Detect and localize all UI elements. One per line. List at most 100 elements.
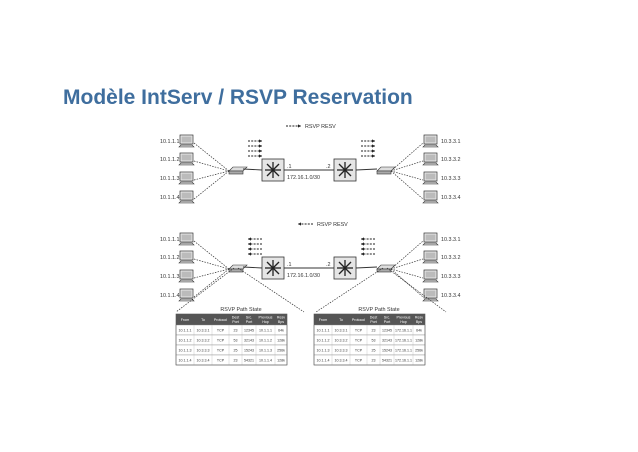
table-header-cell: To [201, 318, 205, 322]
pc-icon [422, 171, 439, 185]
pc-keyboard [422, 181, 439, 185]
arrow-head [372, 149, 375, 153]
table-header-cell: Previous [259, 316, 273, 320]
arrow-head [248, 247, 251, 251]
pc-screen [425, 290, 436, 297]
table-cell: 256k [277, 349, 285, 353]
table-cell: 10.1.1.4 [179, 359, 192, 363]
table-cell: 10.1.1.1 [317, 329, 330, 333]
table-cell: 172.16.1.1 [395, 349, 412, 353]
table-cell: 54321 [244, 359, 254, 363]
host-link [193, 240, 230, 270]
table-cell: 172.16.1.1 [395, 339, 412, 343]
table-cell: TCP [217, 329, 225, 333]
table-cell: 10.1.1.2 [259, 339, 272, 343]
pc-icon [178, 190, 195, 204]
pc-screen [425, 173, 436, 180]
pc-keyboard [178, 279, 195, 283]
table-cell: 128k [415, 339, 423, 343]
arrow-head [298, 222, 301, 226]
host-link [193, 160, 230, 172]
table-cell: 10.1.1.3 [259, 349, 272, 353]
pc-keyboard [422, 260, 439, 264]
pc-screen [181, 290, 192, 297]
iface-label-left: .1 [287, 164, 292, 170]
pc-icon [178, 134, 195, 148]
pc-screen [181, 173, 192, 180]
host-label-left: 10.1.1.1 [160, 139, 179, 145]
table-header-cell: From [181, 318, 189, 322]
switch-icon-front [376, 170, 392, 175]
host-link [390, 170, 424, 181]
pc-keyboard [178, 200, 195, 204]
table-cell: 25 [372, 349, 376, 353]
host-label-left: 10.1.1.2 [160, 255, 179, 261]
table-title: RSVP Path State [220, 307, 261, 313]
host-link [390, 268, 424, 298]
table-cell: TCP [355, 329, 363, 333]
table-cell: 172.16.1.1 [395, 359, 412, 363]
pc-keyboard [178, 162, 195, 166]
host-link [390, 258, 424, 270]
table-header-cell: Port [232, 320, 239, 324]
arrow-head [372, 154, 375, 158]
table-cell: 23 [234, 359, 238, 363]
pc-screen [425, 234, 436, 241]
table-cell: 128k [277, 339, 285, 343]
table-header-cell: Hop [400, 320, 407, 324]
host-link [390, 142, 424, 172]
router-switch-link [355, 266, 378, 269]
table-cell: 172.16.1.1 [395, 329, 412, 333]
host-label-right: 10.3.3.4 [441, 293, 460, 299]
host-link [193, 268, 230, 298]
pc-icon [422, 288, 439, 302]
table-cell: 10.3.3.4 [197, 359, 210, 363]
host-link [193, 258, 230, 270]
table-header-cell: Bps [278, 320, 284, 324]
pc-keyboard [178, 181, 195, 185]
pc-screen [181, 154, 192, 161]
table-connector [386, 267, 447, 313]
pc-keyboard [178, 260, 195, 264]
switch-router-link [242, 168, 263, 171]
arrow-head [361, 252, 364, 256]
table-cell: 32143 [382, 339, 392, 343]
table-header-cell: Dest [370, 316, 377, 320]
table-header-cell: Protocol [214, 318, 227, 322]
host-label-left: 10.1.1.4 [160, 293, 179, 299]
table-cell: 10.3.3.1 [197, 329, 210, 333]
switch-icon-front [228, 268, 244, 273]
arrow-head [259, 154, 262, 158]
pc-screen [181, 252, 192, 259]
pc-icon [178, 269, 195, 283]
arrow-head [372, 144, 375, 148]
arrow-head [259, 144, 262, 148]
host-link [390, 170, 424, 200]
host-label-right: 10.3.3.1 [441, 237, 460, 243]
pc-keyboard [422, 279, 439, 283]
table-cell: 128k [415, 359, 423, 363]
arrow-head [361, 247, 364, 251]
host-label-left: 10.1.1.3 [160, 176, 179, 182]
arrow-head [248, 252, 251, 256]
pc-icon [178, 288, 195, 302]
arrow-head [361, 242, 364, 246]
table-cell: 12345 [244, 329, 254, 333]
pc-screen [181, 271, 192, 278]
switch-icon-front [228, 170, 244, 175]
pc-icon [178, 171, 195, 185]
link-label: 172.16.1.0/30 [287, 273, 320, 279]
pc-icon [178, 152, 195, 166]
table-header-cell: Port [246, 320, 253, 324]
table-cell: 12345 [382, 329, 392, 333]
pc-keyboard [178, 298, 195, 302]
table-cell: 10.3.3.3 [197, 349, 210, 353]
table-cell: 10.3.3.2 [197, 339, 210, 343]
table-cell: 32143 [244, 339, 254, 343]
table-cell: 53 [234, 339, 238, 343]
table-header-cell: Src. [246, 316, 252, 320]
table-cell: 10.1.1.1 [179, 329, 192, 333]
arrow-head [248, 242, 251, 246]
pc-screen [425, 271, 436, 278]
